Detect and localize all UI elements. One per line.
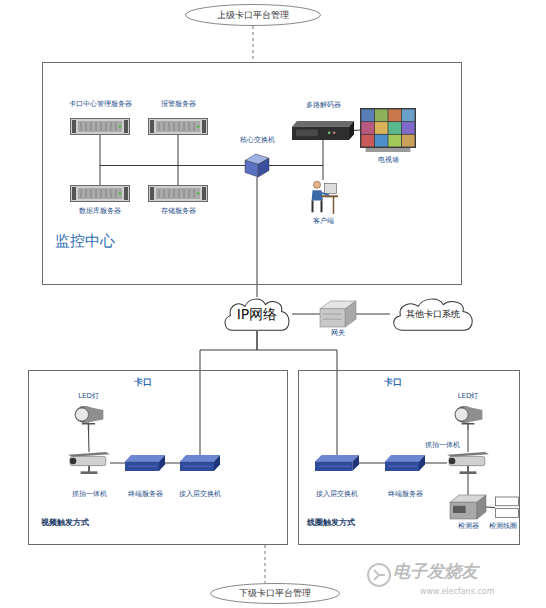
server-icon: 卡口中心管理服务器 [70,118,130,135]
detector-shape [450,495,486,519]
camera-shape [68,452,110,474]
node-label: 卡口 [384,377,402,387]
node-label: 抓拍一体机 [425,441,460,449]
server-icon: 存储服务器 [148,185,208,202]
node-label: 终端服务器 [128,490,163,498]
network-link [292,314,320,315]
center-region: 监控中心卡口中心管理服务器报警服务器数据库服务器存储服务器核心交换机多路解码器电… [42,62,462,285]
node-label: 检测器 [458,522,479,530]
camera-icon: 抓拍一体机 [68,452,110,474]
network-cloud: IP网络 [222,297,292,331]
network-link [486,507,495,509]
lamp-shape [72,405,105,430]
network-link [110,463,125,464]
flat-shape [125,455,165,471]
network-link [425,463,447,464]
server-shape [148,118,208,135]
loop-coil: 检测线圈 [495,496,519,519]
network-link [269,166,323,181]
network-link [269,140,323,166]
server-icon: 数据库服务器 [70,185,130,202]
core-switch: 核心交换机 [245,154,269,177]
network-link [354,130,360,132]
node-label: 电视墙 [378,156,399,164]
network-link [265,545,266,583]
watermark-logo [366,562,392,588]
node-label: 其他卡口系统 [406,309,460,319]
network-link [100,166,245,186]
node-label: 报警服务器 [161,100,196,108]
node-label: 上级卡口平台管理 [217,10,289,20]
system-cloud: 其他卡口系统 [390,297,476,331]
checkpoint-region: 卡口线圈触发方式LED灯抓拍一体机接入层交换机终端服务器检测器检测线圈 [298,370,520,545]
tvwall-shape [360,108,416,152]
node-label: 客户端 [313,217,334,225]
node-label: IP网络 [237,306,278,322]
network-link [88,430,90,452]
node-label: 接入层交换机 [179,490,221,498]
node-label: 抓拍一体机 [72,490,107,498]
camera-icon: 抓拍一体机 [447,452,489,474]
checkpoint-region: 卡口视频触发方式LED灯抓拍一体机终端服务器接入层交换机 [28,370,288,545]
decoder-shape [292,121,354,140]
client-icon: 客户端 [308,180,338,214]
node-label: 存储服务器 [161,207,196,215]
node-label: 网关 [331,329,345,337]
camera-shape [447,452,489,474]
watermark-url: www.elecfans.com [420,588,495,597]
node-label: LED灯 [78,392,99,400]
node-label: 卡口 [134,377,152,387]
network-link [468,430,469,452]
server-shape [148,185,208,202]
node-label: LED灯 [458,392,479,400]
network-link [253,26,254,62]
node-label: 接入层交换机 [316,490,358,498]
terminal-server: 终端服务器 [125,455,165,471]
gateway-icon: 网关 [320,301,356,327]
person-shape [308,180,338,214]
network-link [257,177,258,297]
lamp-shape [452,405,484,430]
detector-icon: 检测器 [450,495,486,519]
node-label: 下级卡口平台管理 [239,588,311,598]
network-link [165,463,180,464]
network-link [468,474,469,495]
flat-shape [385,455,425,471]
tv-wall: 电视墙 [360,108,416,152]
network-link [178,166,245,186]
coil-shape [495,496,519,519]
server-icon: 报警服务器 [148,118,208,135]
node-label: 核心交换机 [240,136,275,144]
access-switch: 接入层交换机 [315,455,359,471]
led-lamp: LED灯 [72,405,105,430]
network-link [257,331,337,455]
flat-shape [315,455,359,471]
network-link [100,135,245,166]
node-label: 检测线圈 [489,522,517,530]
node-label: 卡口中心管理服务器 [69,100,132,108]
network-link [178,135,245,166]
node-caption: 线圈触发方式 [307,518,355,527]
platform-ellipse: 下级卡口平台管理 [210,583,340,604]
network-link [200,331,257,455]
led-lamp: LED灯 [452,405,484,430]
network-link [356,314,390,315]
flat-shape [180,455,220,471]
node-label: 终端服务器 [388,490,423,498]
node-caption: 视频触发方式 [41,518,89,527]
decoder-icon: 多路解码器 [292,121,354,140]
platform-ellipse: 上级卡口平台管理 [185,4,321,26]
terminal-server: 终端服务器 [385,455,425,471]
server-shape [70,185,130,202]
access-switch: 接入层交换机 [180,455,220,471]
node-label: 监控中心 [55,233,115,250]
node-label: 多路解码器 [306,101,341,109]
server-shape [70,118,130,135]
network-link [359,463,385,464]
cube-shape [245,154,269,177]
watermark-text: 电子发烧友 [393,562,478,581]
node-label: 数据库服务器 [79,207,121,215]
gateway-shape [320,301,356,327]
